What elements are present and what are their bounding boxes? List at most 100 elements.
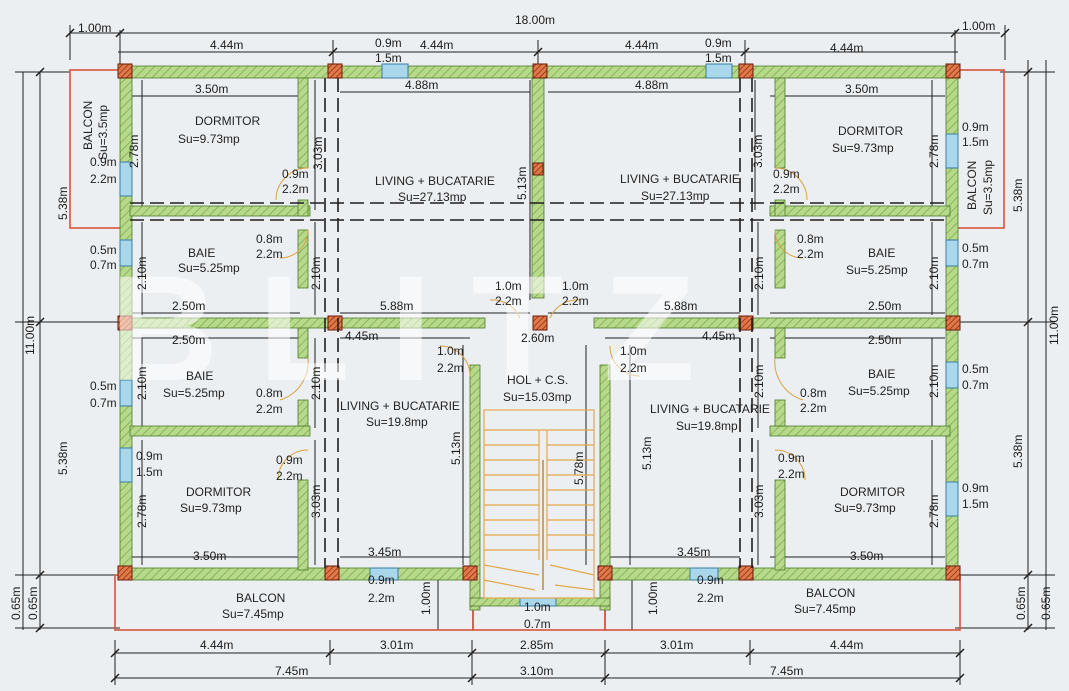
dim-in-210-g: 2.10m [752,365,766,398]
area-balcon-tl: Su=3.5mp [96,105,110,160]
area-living-bl: Su=19.8mp [366,415,428,429]
opening-d-baie-tr-a: 0.8m [797,232,824,246]
opening-d-dorm-tr-b: 2.2m [773,182,800,196]
dim-in-278-bl: 2.78m [135,495,149,528]
dim-top-l1: 4.44m [210,38,243,52]
door-swings [275,167,808,481]
opening-w-baie-tl-a: 0.5m [90,243,117,257]
dim-in-303-bl: 3.03m [309,485,323,518]
opening-d-hol-r-b: 2.2m [620,361,647,375]
dim-in-250-r2: 2.50m [868,333,901,347]
dim-left-lower: 5.38m [56,442,70,475]
dim-in-100-l: 1.00m [419,582,433,615]
dim-bot-r2: 4.44m [830,638,863,652]
area-balcon-bl: Su=7.45mp [222,607,284,621]
room-baie-tr: BAIE [868,246,895,260]
room-hol: HOL + C.S. [507,373,568,387]
dim-bot-l2: 3.01m [380,638,413,652]
dim-left-065b: 0.65m [26,587,40,620]
opening-d-balc-bl-b: 2.2m [368,591,395,605]
dim-in-100-r: 1.00m [646,582,660,615]
dim-in-513-l: 5.13m [449,432,463,465]
dim-in-488-r: 4.88m [635,78,668,92]
opening-d-baie-bl-a: 0.8m [256,386,283,400]
area-dormitor-tr: Su=9.73mp [832,141,894,155]
dim-in-250-l: 2.50m [172,299,205,313]
dim-in-345-l: 3.45m [368,545,401,559]
dim-in-278-br: 2.78m [927,495,941,528]
dim-in-278-tr: 2.78m [927,135,941,168]
staircase [483,409,595,599]
opening-w-tl-a: 0.9m [90,155,117,169]
opening-w-baie-tl-b: 0.7m [90,258,117,272]
opening-d-dorm-br-a: 0.9m [778,451,805,465]
area-baie-tr: Su=5.25mp [846,263,908,277]
opening-w-baie-tr-b: 0.7m [962,257,989,271]
dim-in-578: 5.78m [572,452,586,485]
area-balcon-br: Su=7.45mp [794,602,856,616]
dimension-labels: 18.00m 1.00m 1.00m 4.44m 0.9m 1.5m 4.44m… [9,13,1061,678]
dim-right-065b: 0.65m [1039,587,1053,620]
area-baie-tl: Su=5.25mp [178,261,240,275]
opening-w-baie-tr-a: 0.5m [962,241,989,255]
dim-in-210-c: 2.10m [752,257,766,290]
room-living-br: LIVING + BUCATARIE [650,402,770,416]
room-baie-bl: BAIE [186,369,213,383]
opening-w-dorm-bl-b: 1.5m [136,465,163,479]
opening-d-hol-l-b: 2.2m [437,361,464,375]
dim-in-445-r: 4.45m [702,329,735,343]
opening-d-baie-bl-b: 2.2m [256,402,283,416]
opening-d-dorm-bl-b: 2.2m [276,469,303,483]
dim-left-balcony-width: 1.00m [78,21,111,35]
dim-top-r2: 4.44m [830,41,863,55]
dim-right-lower: 5.38m [1011,435,1025,468]
room-living-bl: LIVING + BUCATARIE [340,399,460,413]
room-labels: BALCON Su=3.5mp BALCON Su=3.5mp DORMITOR… [81,101,995,621]
opening-d-entry-r-b: 2.2m [562,294,589,308]
dim-left-total: 11.00m [23,316,37,355]
dimension-lines [15,25,1055,685]
room-baie-tl: BAIE [188,246,215,260]
opening-d-dorm-br-b: 2.2m [778,467,805,481]
dim-top-win1: 0.9m [375,36,402,50]
dim-bot2-r: 7.45m [770,664,803,678]
dim-in-260: 2.60m [521,331,554,345]
dim-bot2-l: 7.45m [275,664,308,678]
room-balcon-bl: BALCON [236,591,285,605]
opening-d-entry-r-a: 1.0m [562,279,589,293]
opening-w-baie-br-b: 0.7m [962,378,989,392]
dim-total-width: 18.00m [515,13,555,27]
dim-in-588-r: 5.88m [664,299,697,313]
opening-d-dorm-bl-a: 0.9m [276,453,303,467]
dim-bot-r1: 3.01m [660,638,693,652]
opening-labels: 0.9m 2.2m 0.9m 1.5m 0.9m 2.2m 0.9m 2.2m … [90,120,989,631]
opening-d-baie-tl-b: 2.2m [256,247,283,261]
dim-left-upper: 5.38m [56,187,70,220]
opening-w-tr-a: 0.9m [962,120,989,134]
room-dormitor-tr: DORMITOR [838,124,903,138]
area-hol: Su=15.03mp [503,390,572,404]
opening-d-baie-tl-a: 0.8m [256,232,283,246]
dim-top-l2: 4.44m [420,38,453,52]
dim-in-210-e: 2.10m [135,367,149,400]
area-dormitor-tl: Su=9.73mp [178,132,240,146]
dim-in-210-h: 2.10m [927,365,941,398]
dim-in-303-br: 3.03m [752,485,766,518]
dim-in-303-tl: 3.03m [311,137,325,170]
dim-right-065a: 0.65m [1014,587,1028,620]
opening-d-entry-l-b: 2.2m [495,294,522,308]
dim-in-303-tr: 3.03m [751,135,765,168]
windows [119,63,959,607]
room-dormitor-bl: DORMITOR [186,485,251,499]
dim-in-210-a: 2.10m [135,257,149,290]
room-balcon-tr: BALCON [965,161,979,210]
dim-in-250-l2: 2.50m [172,333,205,347]
dim-bot-l1: 4.44m [200,638,233,652]
opening-d-dorm-tl-a: 0.9m [282,167,309,181]
opening-d-hol-l-a: 1.0m [437,344,464,358]
opening-d-baie-tr-b: 2.2m [797,247,824,261]
dim-in-350-br: 3.50m [850,549,883,563]
area-baie-bl: Su=5.25mp [163,386,225,400]
room-living-tl: LIVING + BUCATARIE [375,174,495,188]
opening-d-baie-br-b: 2.2m [800,401,827,415]
